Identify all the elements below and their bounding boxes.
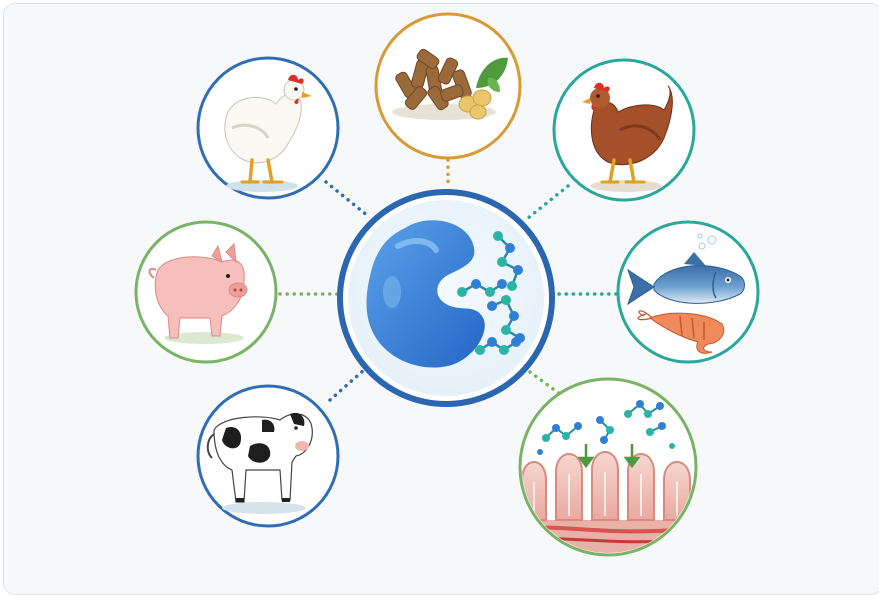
calf-node — [196, 384, 340, 528]
calf-icon — [206, 412, 313, 514]
connector-calf — [328, 368, 366, 402]
enzyme-center-node — [337, 189, 555, 407]
pig-node — [134, 220, 278, 364]
fish-shrimp-icon — [627, 233, 745, 354]
connector-lines — [278, 158, 618, 402]
connector-broiler — [324, 180, 370, 218]
pig-icon — [148, 242, 248, 344]
layer-node — [552, 58, 696, 202]
peptide-beads — [457, 231, 525, 355]
broiler-node — [196, 56, 340, 200]
connector-gut — [528, 370, 562, 396]
feed-node — [374, 12, 522, 160]
aqua-node — [616, 220, 760, 364]
white-chicken-icon — [224, 74, 312, 192]
enzyme-icon — [366, 220, 485, 368]
brown-hen-icon — [582, 82, 673, 192]
feed-pellets-icon — [392, 48, 508, 120]
connector-layer — [526, 184, 570, 220]
gut-node — [518, 377, 698, 557]
